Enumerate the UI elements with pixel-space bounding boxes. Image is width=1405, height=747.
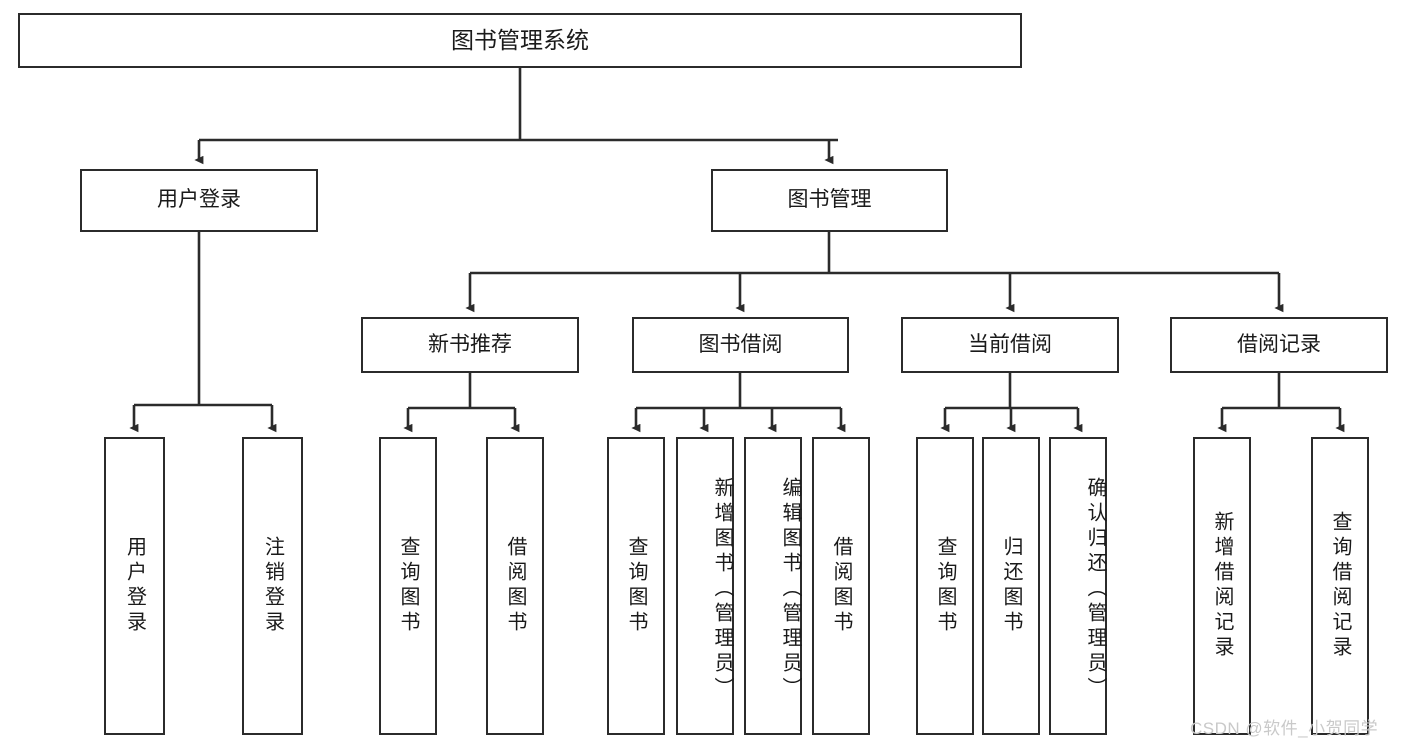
node-label: 新增图书（管理员） [711, 476, 733, 702]
leaf-borrow-query-book[interactable]: 查询图书 [607, 437, 665, 735]
leaf-borrow-borrow-book[interactable]: 借阅图书 [812, 437, 870, 735]
node-borrow-record[interactable]: 借阅记录 [1170, 317, 1388, 373]
leaf-recommend-query-book[interactable]: 查询图书 [379, 437, 437, 735]
node-label: 图书管理系统 [451, 27, 589, 54]
node-label: 确认归还（管理员） [1084, 476, 1106, 702]
leaf-record-query-record[interactable]: 查询借阅记录 [1311, 437, 1369, 735]
node-label: 借阅图书 [830, 536, 852, 636]
node-label: 归还图书 [1000, 536, 1022, 636]
node-label: 图书借阅 [698, 332, 783, 356]
leaf-current-query-book[interactable]: 查询图书 [916, 437, 974, 735]
node-label: 借阅图书 [504, 536, 526, 636]
node-label: 查询借阅记录 [1329, 511, 1351, 661]
watermark: CSDN @软件_小贺同学 [1190, 719, 1379, 738]
node-current-borrow[interactable]: 当前借阅 [901, 317, 1119, 373]
node-label: 用户登录 [157, 188, 241, 212]
node-label: 图书管理 [787, 188, 872, 212]
node-label: 注销登录 [261, 536, 284, 636]
node-new-book-recommend[interactable]: 新书推荐 [361, 317, 579, 373]
leaf-record-add-record[interactable]: 新增借阅记录 [1193, 437, 1251, 735]
leaf-current-confirm-return-admin[interactable]: 确认归还（管理员） [1049, 437, 1107, 735]
node-label: 查询图书 [934, 536, 956, 636]
node-label: 借阅记录 [1237, 332, 1321, 356]
node-label: 当前借阅 [968, 332, 1052, 356]
leaf-borrow-add-book-admin[interactable]: 新增图书（管理员） [676, 437, 734, 735]
node-label: 查询图书 [625, 536, 647, 636]
node-label: 查询图书 [397, 536, 419, 636]
node-user-login[interactable]: 用户登录 [80, 169, 318, 232]
leaf-borrow-edit-book-admin[interactable]: 编辑图书（管理员） [744, 437, 802, 735]
node-root[interactable]: 图书管理系统 [18, 13, 1022, 68]
node-book-borrow[interactable]: 图书借阅 [632, 317, 849, 373]
node-label: 新增借阅记录 [1211, 511, 1233, 661]
node-book-management[interactable]: 图书管理 [711, 169, 948, 232]
leaf-user-login-logout[interactable]: 注销登录 [242, 437, 303, 735]
node-label: 新书推荐 [428, 332, 512, 356]
node-label: 编辑图书（管理员） [779, 476, 801, 702]
leaf-recommend-borrow-book[interactable]: 借阅图书 [486, 437, 544, 735]
leaf-current-return-book[interactable]: 归还图书 [982, 437, 1040, 735]
node-label: 用户登录 [123, 536, 146, 636]
leaf-user-login-login[interactable]: 用户登录 [104, 437, 165, 735]
